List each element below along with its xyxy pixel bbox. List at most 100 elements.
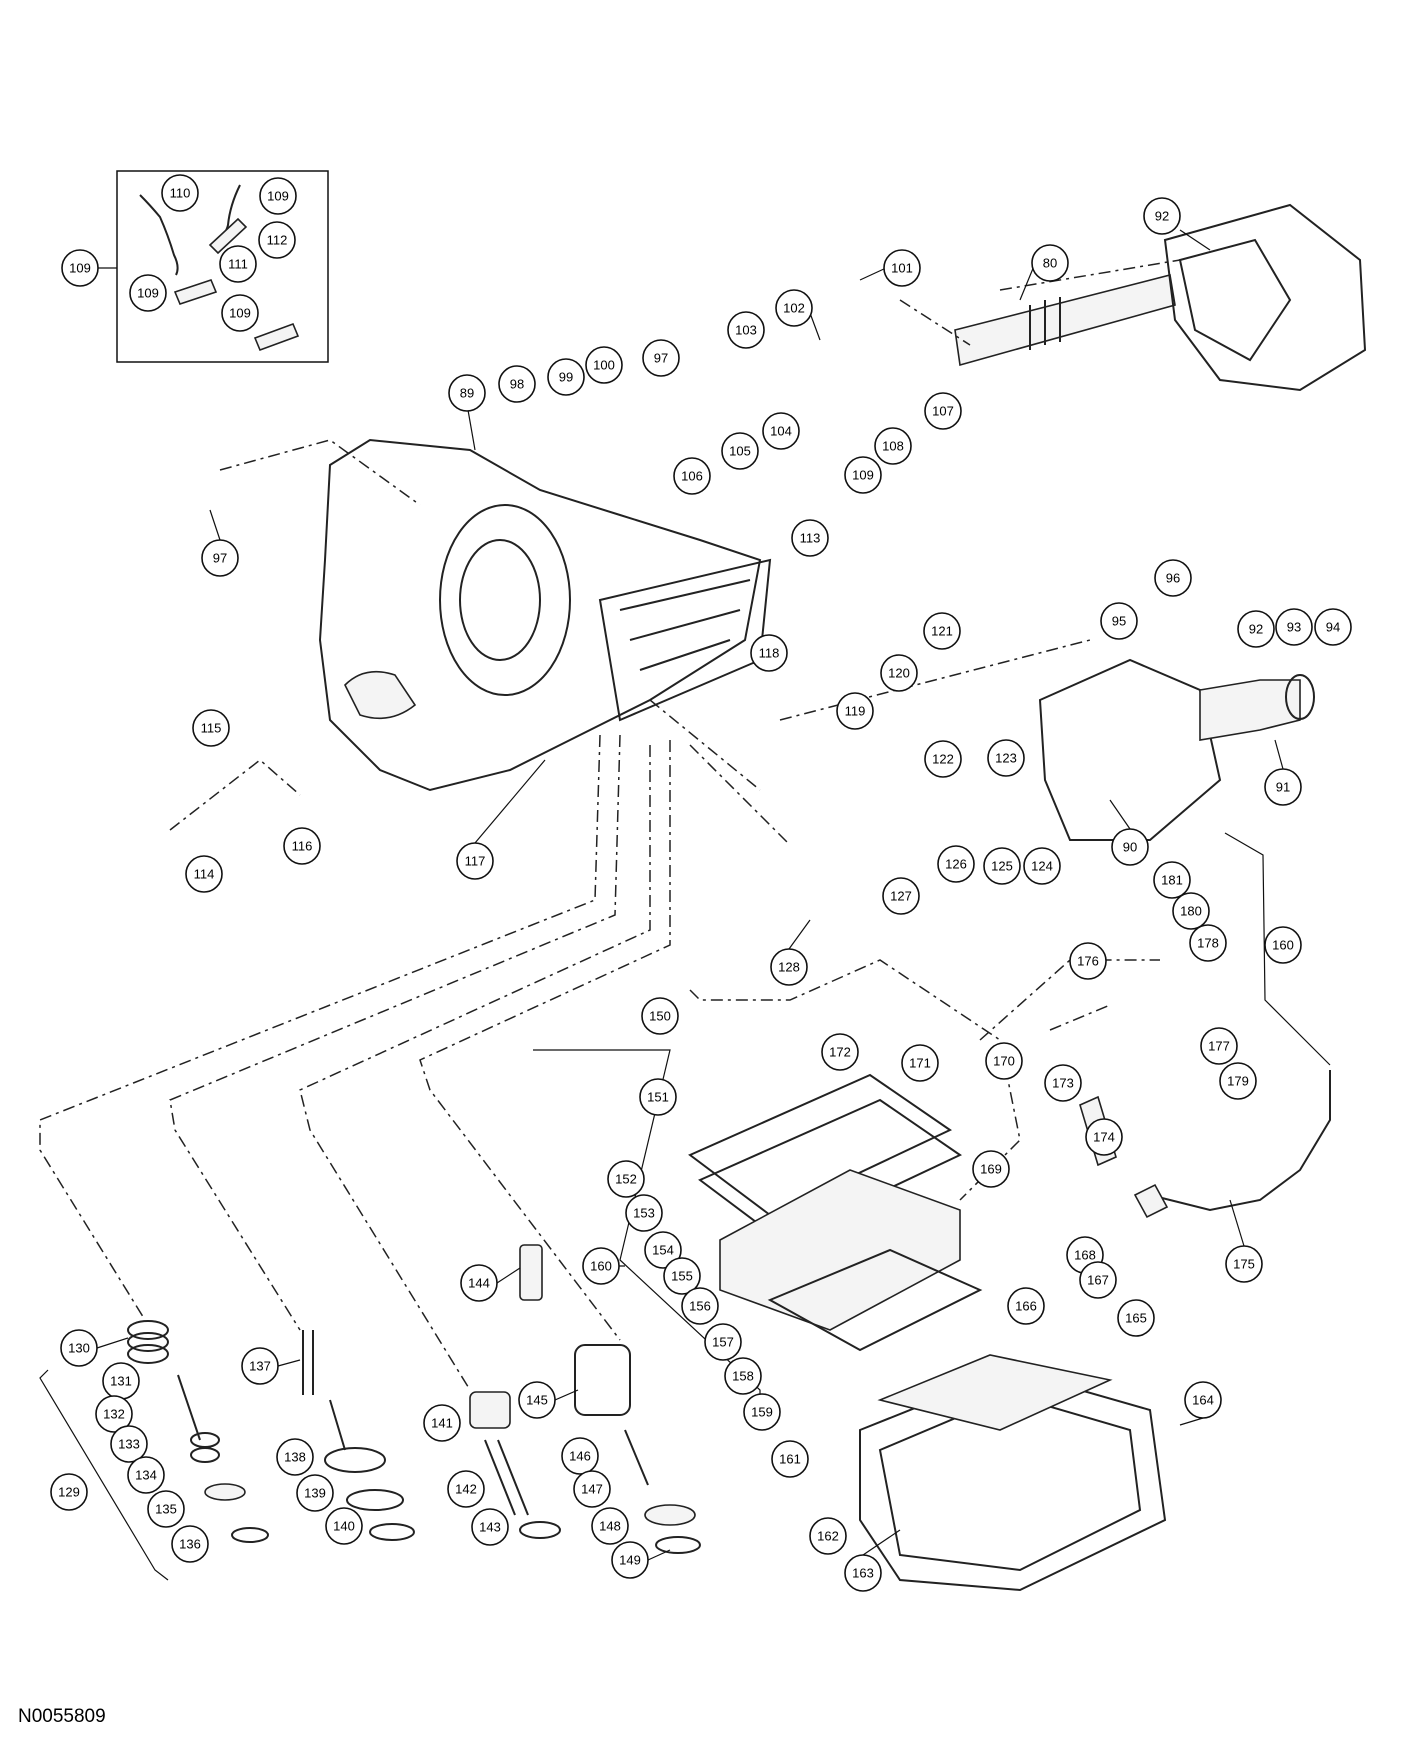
callout-label: 170: [993, 1054, 1015, 1069]
callout-108: 108: [874, 427, 912, 465]
callout-102: 102: [775, 289, 813, 327]
callout-label: 119: [845, 704, 866, 719]
callout-169: 169: [972, 1150, 1010, 1188]
callout-label: 163: [852, 1566, 874, 1581]
callout-circle: [727, 311, 765, 349]
callout-circle: [937, 845, 975, 883]
callout-circle: [924, 740, 962, 778]
callout-label: 117: [465, 854, 486, 869]
separator-plate: [688, 1073, 952, 1217]
rear-housing: [1038, 658, 1222, 841]
callout-156: 156: [681, 1287, 719, 1325]
callout-label: 110: [170, 186, 191, 201]
callout-circle: [1031, 244, 1069, 282]
callout-circle: [762, 412, 800, 450]
callout-label: 120: [888, 666, 910, 681]
callout-circle: [611, 1541, 649, 1579]
callout-circle: [276, 1438, 314, 1476]
callout-label: 150: [649, 1009, 671, 1024]
callout-150: 150: [641, 997, 679, 1035]
callout-circle: [771, 1440, 809, 1478]
callout-120: 120: [880, 654, 918, 692]
callout-label: 147: [581, 1482, 603, 1497]
callout-label: 143: [479, 1520, 501, 1535]
output-shaft: [954, 274, 1176, 367]
callout-143: 143: [471, 1508, 509, 1546]
callout-circle: [924, 392, 962, 430]
callout-167: 167: [1079, 1261, 1117, 1299]
callout-109: 109: [259, 177, 297, 215]
callout-123: 123: [987, 739, 1025, 777]
callout-90: 90: [1111, 828, 1149, 866]
callout-label: 94: [1326, 620, 1340, 635]
callout-circle: [296, 1474, 334, 1512]
callout-circle: [1172, 892, 1210, 930]
callout-162: 162: [809, 1517, 847, 1555]
callout-circle: [1100, 602, 1138, 640]
callout-circle: [625, 1194, 663, 1232]
callout-label: 180: [1180, 904, 1202, 919]
callout-circle: [844, 1554, 882, 1592]
callout-circle: [1184, 1381, 1222, 1419]
oil-filter: [877, 1354, 1113, 1431]
callout-label: 131: [110, 1374, 132, 1389]
callout-circle: [129, 274, 167, 312]
callout-circle: [1111, 828, 1149, 866]
callout-circle: [836, 692, 874, 730]
callout-97: 97: [201, 539, 239, 577]
callout-label: 100: [593, 358, 615, 373]
callout-106: 106: [673, 457, 711, 495]
callout-130: 130: [60, 1329, 98, 1367]
callout-circle: [1143, 197, 1181, 235]
callout-label: 101: [891, 261, 913, 276]
callout-label: 109: [69, 261, 91, 276]
callout-127: 127: [882, 877, 920, 915]
callout-80: 80: [1031, 244, 1069, 282]
callout-160: 160: [1264, 926, 1302, 964]
callout-circle: [985, 1042, 1023, 1080]
callout-100: 100: [585, 346, 623, 384]
callout-circle: [641, 997, 679, 1035]
callout-circle: [192, 709, 230, 747]
callout-label: 121: [931, 624, 953, 639]
callout-circle: [591, 1507, 629, 1545]
callout-171: 171: [901, 1044, 939, 1082]
callout-label: 96: [1166, 571, 1180, 586]
callout-152: 152: [607, 1160, 645, 1198]
callout-115: 115: [192, 709, 230, 747]
callout-121: 121: [923, 612, 961, 650]
callout-circle: [972, 1150, 1010, 1188]
callout-114: 114: [185, 855, 223, 893]
callout-circle: [987, 739, 1025, 777]
callout-circle: [1154, 559, 1192, 597]
callout-circle: [639, 1078, 677, 1116]
callout-label: 151: [647, 1090, 669, 1105]
callout-label: 160: [590, 1259, 612, 1274]
callout-label: 127: [890, 889, 912, 904]
callout-circle: [1044, 1064, 1082, 1102]
callout-125: 125: [983, 847, 1021, 885]
callout-label: 118: [759, 646, 780, 661]
callout-label: 93: [1287, 620, 1301, 635]
callout-96: 96: [1154, 559, 1192, 597]
callout-142: 142: [447, 1470, 485, 1508]
callout-139: 139: [296, 1474, 334, 1512]
callout-132: 132: [95, 1395, 133, 1433]
callout-119: 119: [836, 692, 874, 730]
callout-label: 109: [137, 286, 159, 301]
callout-140: 140: [325, 1507, 363, 1545]
callout-111: 111: [219, 245, 257, 283]
callout-161: 161: [771, 1440, 809, 1478]
callout-label: 144: [468, 1276, 490, 1291]
callout-label: 148: [599, 1519, 621, 1534]
callout-circle: [880, 654, 918, 692]
callout-93: 93: [1275, 608, 1313, 646]
callout-146: 146: [561, 1437, 599, 1475]
callout-180: 180: [1172, 892, 1210, 930]
callout-124: 124: [1023, 847, 1061, 885]
callout-109: 109: [129, 274, 167, 312]
callout-circle: [585, 346, 623, 384]
callout-label: 166: [1015, 1299, 1037, 1314]
accumulator-141: [469, 1391, 561, 1539]
callout-label: 105: [729, 444, 751, 459]
